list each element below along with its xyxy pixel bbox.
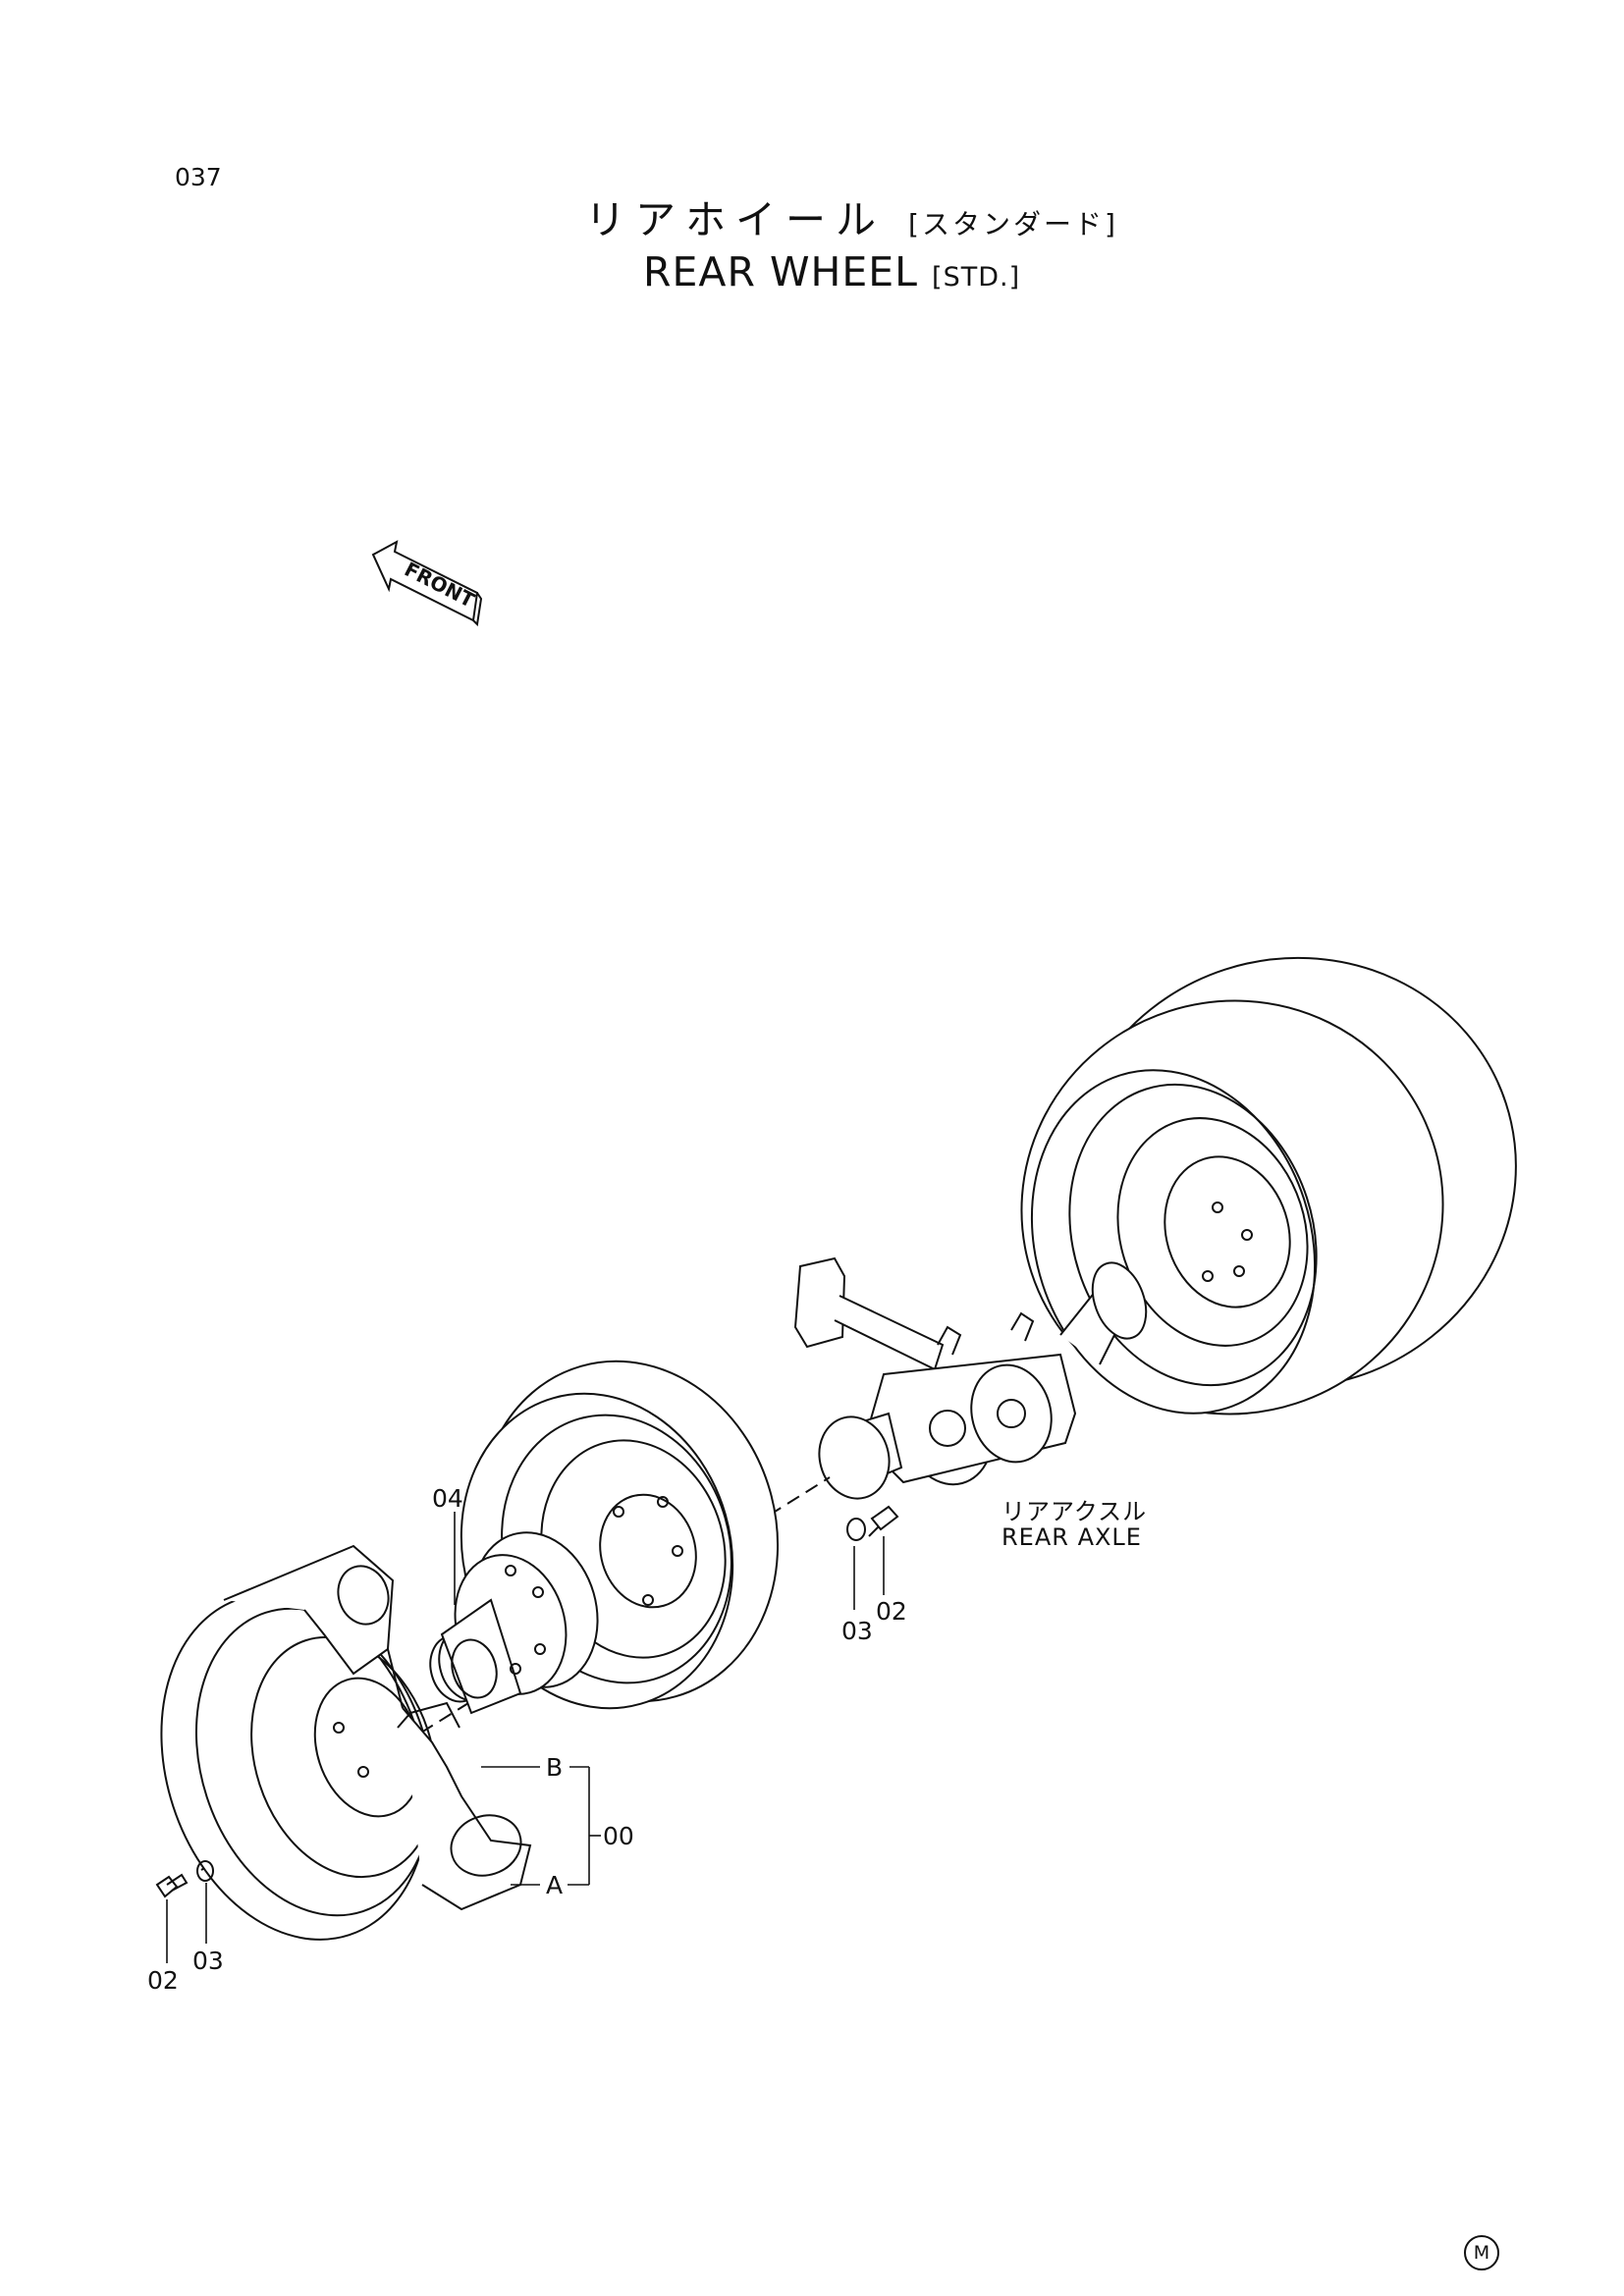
title-en-main: REAR WHEEL (643, 248, 918, 295)
callout-02-left: 02 (147, 1966, 179, 1995)
title-jp-main: リアホイール (585, 196, 886, 243)
callout-04: 04 (432, 1484, 463, 1513)
title-jp-sub: [スタンダード] (908, 208, 1118, 240)
axle-label-en: REAR AXLE (1001, 1523, 1142, 1551)
callout-03-left: 03 (192, 1947, 224, 1975)
bolt-left-icon (155, 1873, 189, 1898)
callout-A: A (546, 1871, 564, 1899)
bolt-right-icon (868, 1505, 899, 1537)
front-direction-arrow-icon: FRONT (371, 540, 483, 627)
m-mark-icon: M (1464, 2235, 1499, 2270)
washer-left-icon (196, 1860, 214, 1882)
title-japanese: リアホイール [スタンダード] (585, 187, 1118, 245)
callout-B: B (546, 1753, 564, 1782)
washer-right-icon (846, 1518, 866, 1541)
title-english: REAR WHEEL [STD.] (643, 248, 1020, 295)
callout-00: 00 (603, 1822, 634, 1850)
rear-axle-housing (793, 1256, 1148, 1500)
axle-label-jp: リアアクスル (1001, 1498, 1148, 1525)
callout-02-right: 02 (876, 1597, 907, 1626)
page-number: 037 (175, 163, 222, 191)
hub-spacer-04 (429, 1531, 599, 1715)
split-wheel-assembly (160, 1544, 532, 1941)
title-en-sub: [STD.] (932, 262, 1021, 293)
callout-03-right: 03 (841, 1617, 873, 1645)
leader-lines (166, 1512, 885, 1963)
